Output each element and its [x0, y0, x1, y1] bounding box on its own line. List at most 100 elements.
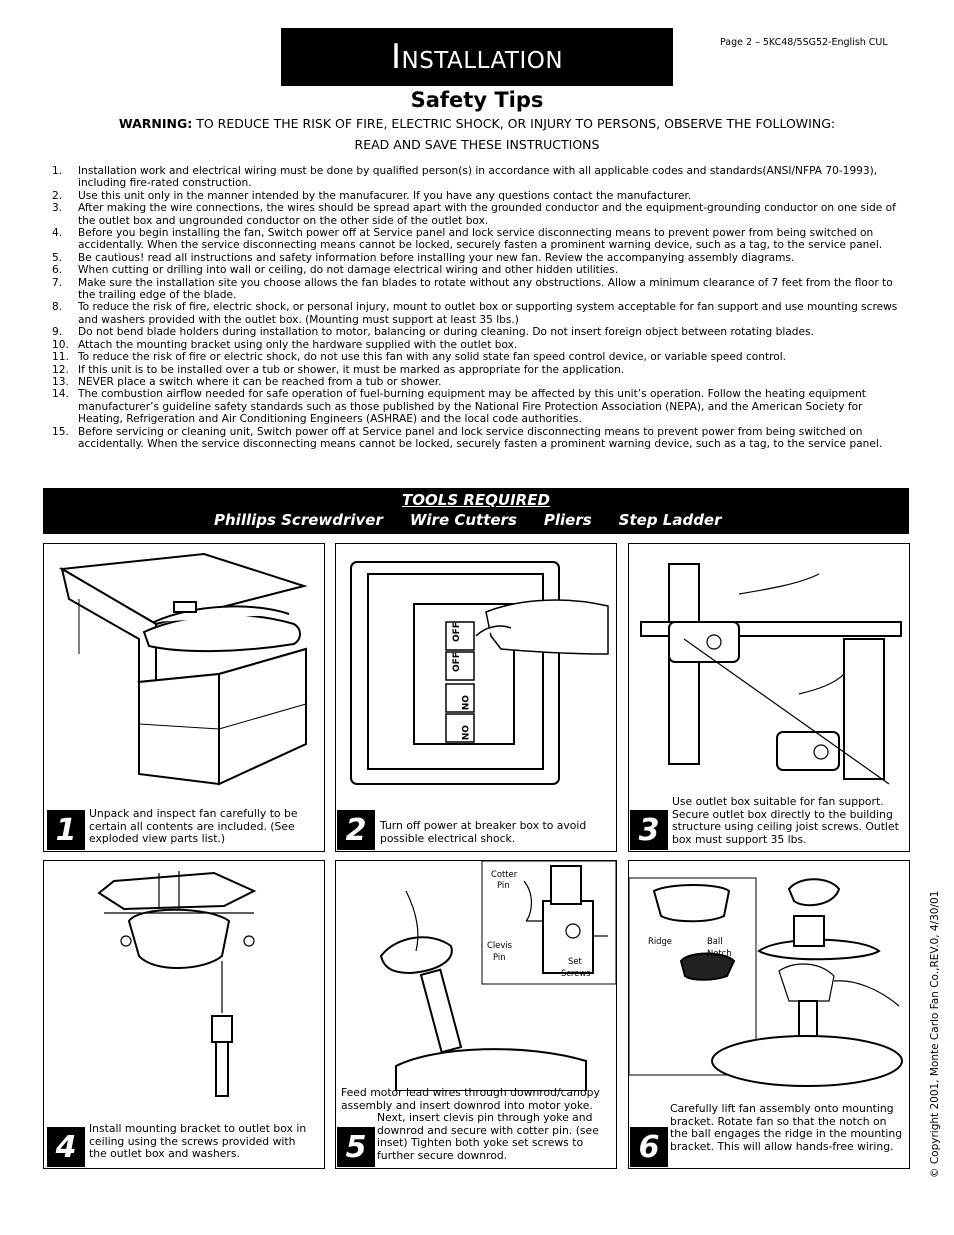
step-4-panel: 4 Install mounting bracket to outlet box… [43, 860, 325, 1169]
warning-statement: WARNING: TO REDUCE THE RISK OF FIRE, ELE… [40, 116, 914, 131]
read-save-instructions: READ AND SAVE THESE INSTRUCTIONS [354, 137, 600, 152]
safety-rule: 3. After making the wire connections, the… [52, 202, 904, 227]
safety-rule-text: Make sure the installation site you choo… [78, 276, 893, 302]
safety-rule-text: Be cautious! read all instructions and s… [78, 251, 795, 264]
safety-rule: 10. Attach the mounting bracket using onl… [52, 339, 904, 351]
safety-rule-number: 14. [52, 388, 69, 401]
set-screws-label: Set [568, 956, 582, 966]
step-2-panel: OFF OFF ON ON 2 Turn off power at breake… [335, 543, 617, 852]
safety-rule: 1. Installation work and electrical wirin… [52, 165, 904, 190]
safety-rule: 5. Be cautious! read all instructions and… [52, 252, 904, 264]
cotter-pin-label: Cotter [491, 869, 518, 879]
tools-list: Phillips Screwdriver Wire Cutters Pliers St… [214, 511, 749, 529]
step-6-caption: Carefully lift fan assembly onto mountin… [670, 1102, 903, 1153]
safety-rule-number: 13. [52, 375, 69, 388]
safety-rule: 4. Before you begin installing the fan, S… [52, 227, 904, 252]
copyright-text: © Copyright 2001, Monte Carlo Fan Co.,RE… [929, 890, 941, 1178]
ball-notch-label: Notch [707, 948, 732, 958]
mounting-bracket-illustration [97, 871, 257, 1097]
safety-rule-number: 10. [52, 338, 69, 351]
clevis-pin-label: Pin [493, 952, 506, 962]
breaker-label: ON [459, 725, 469, 740]
hang-fan-illustration: Ridge Ball Notch [629, 877, 903, 1087]
step-1-caption: Unpack and inspect fan carefully to be c… [89, 807, 298, 846]
step-2-number: 2 [337, 810, 375, 850]
safety-rule-number: 2. [52, 189, 63, 202]
tool-item: Phillips Screwdriver [214, 511, 383, 529]
breaker-box-illustration: OFF OFF ON ON [350, 561, 609, 785]
page-reference: Page 2 – 5KC48/5SG52-English CUL [720, 37, 888, 48]
step-1-panel: 1 Unpack and inspect fan carefully to be… [43, 543, 325, 852]
safety-rule-number: 7. [52, 276, 63, 289]
safety-rule-text: Before servicing or cleaning unit, Switc… [78, 425, 883, 450]
safety-rule-number: 12. [52, 363, 69, 376]
breaker-label: OFF [452, 652, 462, 672]
step-1-number: 1 [47, 810, 85, 850]
step-6-panel: Ridge Ball Notch 6 Carefully lift fan as… [628, 860, 910, 1169]
safety-rule-number: 6. [52, 264, 63, 277]
clevis-pin-label: Clevis [487, 940, 512, 950]
copyright-notice: © Copyright 2001, Monte Carlo Fan Co.,RE… [915, 878, 941, 1178]
unpack-box-illustration [58, 552, 308, 786]
safety-rule-number: 5. [52, 251, 63, 264]
safety-tips-heading: Safety Tips [410, 88, 544, 112]
safety-rules-list: 1. Installation work and electrical wirin… [52, 165, 904, 450]
safety-rule: 9. Do not bend blade holders during insta… [52, 326, 904, 338]
cotter-pin-label: Pin [497, 880, 510, 890]
page-title: INSTALLATION [281, 28, 673, 86]
safety-rule-number: 3. [52, 202, 63, 215]
set-screws-label: Screws [561, 968, 591, 978]
step-4-caption: Install mounting bracket to outlet box i… [89, 1122, 307, 1161]
safety-rule-text: Attach the mounting bracket using only t… [78, 338, 518, 351]
safety-rule-number: 1. [52, 165, 63, 177]
safety-rule: 15. Before servicing or cleaning unit, Sw… [52, 426, 904, 451]
breaker-label: ON [459, 695, 469, 710]
safety-rule-text: The combustion airflow needed for safe o… [78, 388, 866, 426]
safety-rule: 13. NEVER place a switch where it can be … [52, 376, 904, 388]
safety-rule-number: 9. [52, 326, 63, 339]
safety-rule: 12. If this unit is to be installed over … [52, 364, 904, 376]
safety-rule-text: Do not bend blade holders during install… [78, 326, 814, 339]
step-5-panel: Cotter Pin Clevis Pin Set Screws Feed mo… [335, 860, 617, 1169]
safety-rule: 2. Use this unit only in the manner inten… [52, 190, 904, 202]
safety-rule: 14. The combustion airflow needed for saf… [52, 388, 904, 425]
step-6-number: 6 [630, 1127, 668, 1167]
breaker-label: OFF [452, 622, 462, 642]
warning-text: TO REDUCE THE RISK OF FIRE, ELECTRIC SHO… [192, 116, 836, 131]
tools-required-bar: TOOLS REQUIRED Phillips Screwdriver Wire … [43, 488, 909, 534]
safety-rule-text: Use this unit only in the manner intende… [78, 189, 692, 202]
safety-rule-text: Installation work and electrical wiring … [78, 165, 878, 190]
title-rest: NSTALLATION [401, 48, 564, 74]
step-2-caption: Turn off power at breaker box to avoid p… [380, 819, 587, 845]
safety-rule-text: When cutting or drilling into wall or ce… [78, 264, 619, 277]
safety-rule-number: 11. [52, 351, 69, 364]
tool-item: Pliers [543, 511, 592, 529]
safety-rule-text: Before you begin installing the fan, Swi… [78, 227, 883, 252]
downrod-assembly-illustration: Cotter Pin Clevis Pin Set Screws [379, 861, 616, 1091]
title-initial: I [390, 37, 402, 77]
safety-rule-text: To reduce the risk of fire or electric s… [78, 351, 787, 364]
warning-label: WARNING: [118, 116, 193, 131]
safety-rule: 11. To reduce the risk of fire or electri… [52, 351, 904, 363]
safety-rule-number: 4. [52, 227, 63, 240]
step-4-number: 4 [47, 1127, 85, 1167]
step-5-number: 5 [337, 1127, 375, 1167]
outlet-box-illustration [640, 563, 902, 785]
ridge-label: Ridge [648, 936, 672, 946]
safety-rule: 6. When cutting or drilling into wall or … [52, 264, 904, 276]
step-3-number: 3 [630, 810, 668, 850]
safety-rule-text: If this unit is to be installed over a t… [78, 363, 625, 376]
step-3-caption: Use outlet box suitable for fan support.… [672, 795, 899, 846]
tool-item: Wire Cutters [409, 511, 517, 529]
safety-rule-number: 15. [52, 425, 69, 438]
step-3-panel: 3 Use outlet box suitable for fan suppor… [628, 543, 910, 852]
ball-notch-label: Ball [707, 936, 723, 946]
tools-heading: TOOLS REQUIRED [402, 491, 550, 509]
tool-item: Step Ladder [618, 511, 722, 529]
safety-rule-text: After making the wire connections, the w… [78, 202, 896, 227]
safety-rule-number: 8. [52, 301, 63, 314]
step-5-caption-intro: Feed motor lead wires through downrod/ca… [341, 1086, 600, 1112]
step-5-caption: Next, insert clevis pin through yoke and… [377, 1111, 599, 1162]
safety-rule-text: NEVER place a switch where it can be rea… [78, 375, 442, 388]
safety-rule: 8.To reduce the risk of fire, electric s… [52, 301, 904, 326]
